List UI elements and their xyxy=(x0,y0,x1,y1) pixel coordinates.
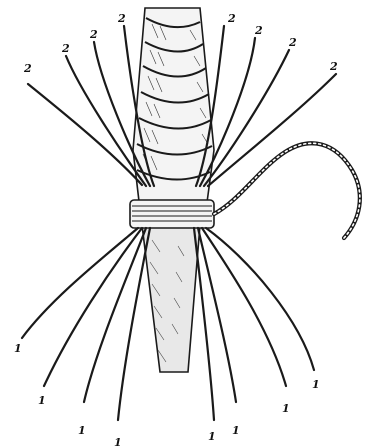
label-1-c: 1 xyxy=(78,424,86,437)
label-1-e: 1 xyxy=(208,430,216,443)
label-2-d: 2 xyxy=(117,12,126,25)
label-2-e: 2 xyxy=(227,12,236,25)
label-1-f: 1 xyxy=(232,424,240,437)
label-2-a: 2 xyxy=(23,62,32,75)
label-1-b: 1 xyxy=(38,394,46,407)
label-2-b: 2 xyxy=(61,42,70,55)
label-1-a: 1 xyxy=(14,342,22,355)
twisted-rope xyxy=(133,8,214,210)
label-1-h: 1 xyxy=(312,378,320,391)
label-2-c: 2 xyxy=(89,28,98,41)
label-2-f: 2 xyxy=(254,24,263,37)
label-1-d: 1 xyxy=(114,436,122,448)
label-2-g: 2 xyxy=(288,36,297,49)
tapered-rope-end xyxy=(142,225,200,372)
whipping-band xyxy=(130,200,214,228)
label-1-g: 1 xyxy=(282,402,290,415)
label-2-h: 2 xyxy=(329,60,338,73)
twine-end xyxy=(214,143,360,238)
